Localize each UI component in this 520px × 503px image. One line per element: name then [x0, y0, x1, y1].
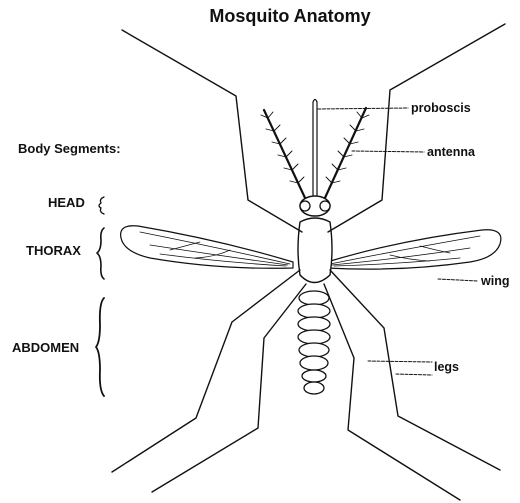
hind-right-leg: [324, 284, 460, 500]
head-bracket: [99, 197, 104, 214]
abdomen-bracket: [96, 298, 104, 396]
thorax: [298, 218, 332, 283]
hind-left-leg: [152, 284, 306, 492]
middle-left-leg: [112, 270, 300, 472]
right-antenna: [324, 108, 366, 200]
right-wing: [327, 230, 501, 269]
middle-right-leg: [330, 270, 500, 470]
front-right-leg: [328, 24, 505, 232]
left-antenna: [264, 110, 306, 200]
leader-antenna: [352, 151, 424, 152]
leader-legs-1: [368, 361, 432, 362]
left-wing: [121, 226, 293, 269]
thorax-bracket: [97, 228, 104, 279]
leader-legs-2: [396, 374, 432, 375]
left-eye: [300, 201, 310, 211]
right-eye: [320, 201, 330, 211]
leader-wing: [438, 279, 478, 281]
leader-proboscis: [318, 108, 408, 109]
abdomen: [298, 291, 330, 394]
proboscis: [313, 100, 317, 201]
